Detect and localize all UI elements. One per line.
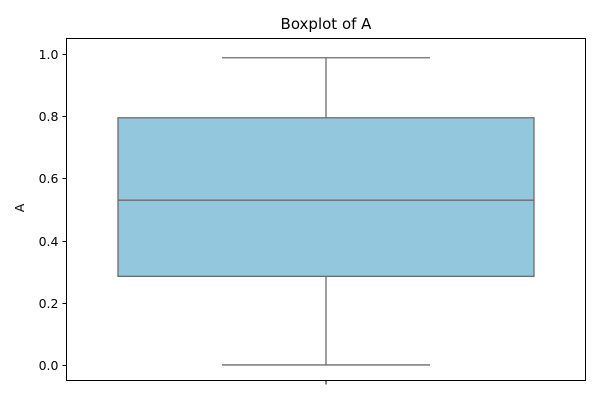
chart-title: Boxplot of A [281,15,373,33]
plot-area [117,57,535,366]
y-axis: 0.0 0.2 0.4 0.6 0.8 1.0 [39,47,67,373]
plot-frame [66,38,586,381]
iqr-box [117,117,535,277]
y-tick-label: 0.8 [39,109,59,124]
y-tick-label: 0.4 [39,234,59,249]
y-tick-label: 0.0 [39,358,59,373]
y-tick-label: 1.0 [39,47,59,62]
y-tick-label: 0.2 [39,296,59,311]
y-axis-label: A [12,203,27,212]
y-tick-label: 0.6 [39,171,59,186]
